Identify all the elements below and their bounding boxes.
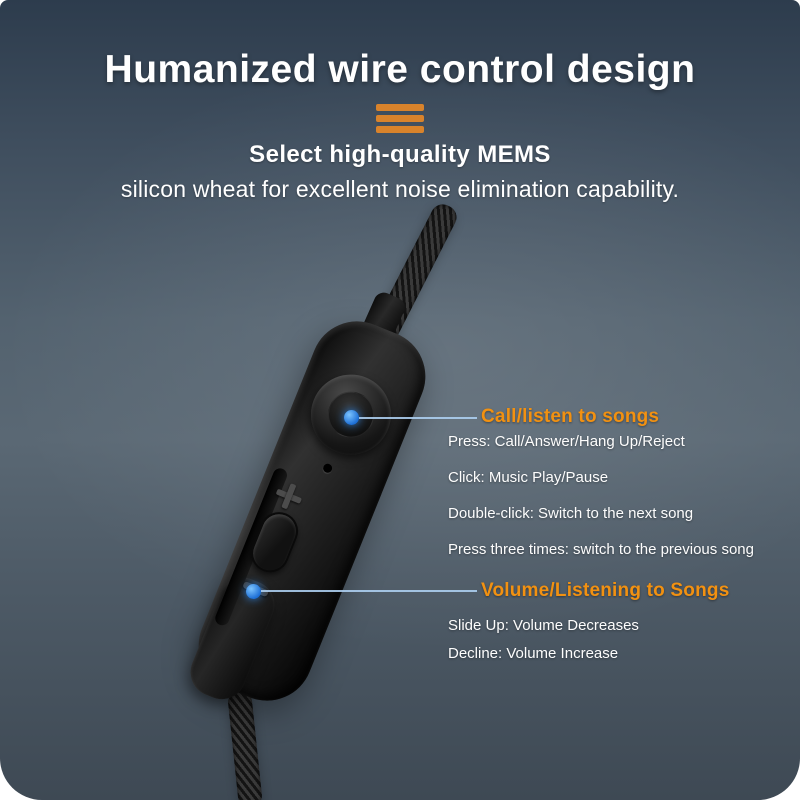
subtitle-line-1: Select high-quality MEMS [249, 141, 551, 168]
callout-dot-call [344, 410, 359, 425]
divider-bar [376, 115, 424, 122]
earphone-cable-bottom [226, 689, 264, 800]
call-detail-line: Double-click: Switch to the next song [448, 505, 694, 522]
divider-bar [376, 126, 424, 133]
page-title: Humanized wire control design [104, 48, 696, 91]
volume-button [245, 506, 304, 579]
divider-bar [376, 104, 424, 111]
volume-detail-line: Slide Up: Volume Decreases [448, 617, 639, 634]
subtitle-line-2: silicon wheat for excellent noise elimin… [120, 176, 680, 202]
call-detail-line: Press: Call/Answer/Hang Up/Reject [448, 433, 685, 450]
call-callout-details: Press: Call/Answer/Hang Up/Reject Click:… [448, 424, 754, 568]
call-detail-line: Press three times: switch to the previou… [448, 541, 754, 558]
orange-bars-divider-icon [0, 104, 800, 133]
call-callout-label: Call/listen to songs [481, 406, 660, 427]
volume-callout-details: Slide Up: Volume Decreases Decline: Volu… [448, 612, 639, 668]
callout-line-call [359, 417, 477, 419]
callout-line-volume [261, 590, 477, 592]
inline-remote-control [183, 307, 440, 715]
callout-dot-volume [246, 584, 261, 599]
volume-detail-line: Decline: Volume Increase [448, 645, 619, 662]
volume-callout-label: Volume/Listening to Songs [481, 580, 730, 601]
microphone-hole [321, 462, 334, 475]
call-detail-line: Click: Music Play/Pause [448, 469, 609, 486]
